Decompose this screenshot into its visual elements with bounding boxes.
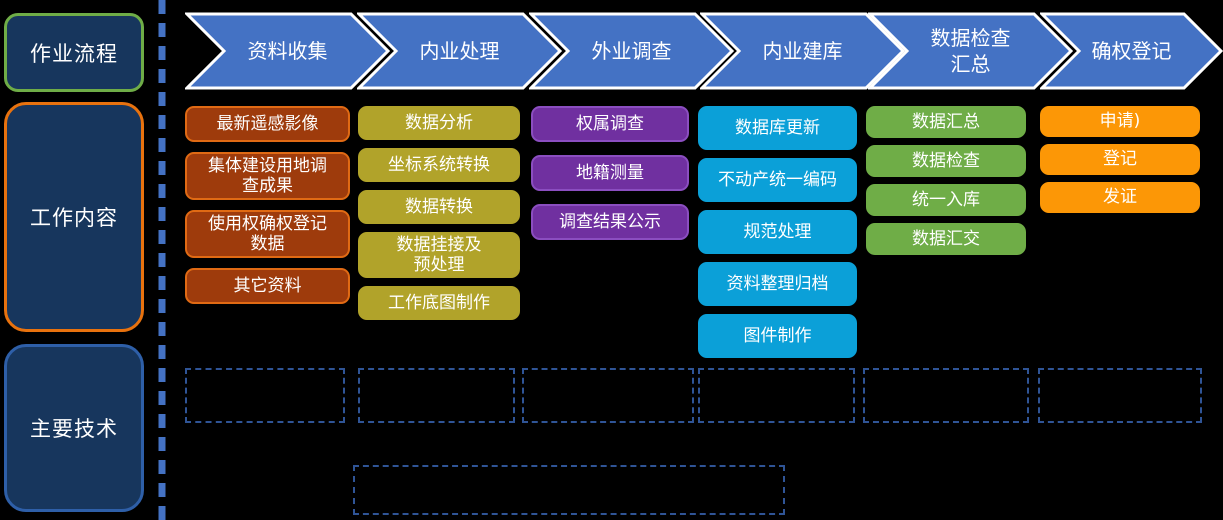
work-item: 使用权确权登记 数据 [185, 210, 350, 258]
work-item: 图件制作 [698, 314, 857, 358]
work-item: 统一入库 [866, 184, 1026, 216]
sidebar-row-process: 作业流程 [4, 13, 144, 92]
flow-step-label-5: 数据检查 汇总 [930, 26, 1011, 76]
tech-placeholder-box-wide [353, 465, 785, 515]
work-items-column-3: 权属调查 地籍测量 调查结果公示 [531, 106, 689, 240]
work-item: 最新遥感影像 [185, 106, 350, 142]
sidebar-row-work-content-label: 工作内容 [30, 206, 118, 230]
flow-step-label-2: 内业处理 [419, 39, 500, 63]
work-item: 数据检查 [866, 145, 1026, 177]
work-item: 登记 [1040, 144, 1200, 175]
flow-step-label-3: 外业调查 [591, 39, 672, 63]
tech-placeholder-box [698, 368, 855, 423]
work-item: 其它资料 [185, 268, 350, 304]
work-items-column-4: 数据库更新 不动产统一编码 规范处理 资料整理归档 图件制作 [698, 106, 857, 358]
dashed-separator-line [158, 0, 166, 520]
tech-placeholder-box [185, 368, 345, 423]
work-items-column-6: 申请) 登记 发证 [1040, 106, 1200, 213]
work-item: 数据分析 [358, 106, 520, 140]
work-item: 不动产统一编码 [698, 158, 857, 202]
work-item: 集体建设用地调 查成果 [185, 152, 350, 200]
work-item: 数据库更新 [698, 106, 857, 150]
work-item: 权属调查 [531, 106, 689, 142]
flow-arrow-2 [357, 12, 562, 90]
work-items-column-2: 数据分析 坐标系统转换 数据转换 数据挂接及 预处理 工作底图制作 [358, 106, 520, 320]
work-item: 地籍测量 [531, 155, 689, 191]
work-item: 数据转换 [358, 190, 520, 224]
work-item: 工作底图制作 [358, 286, 520, 320]
flow-arrow-1 [185, 12, 390, 90]
sidebar-row-process-label: 作业流程 [30, 41, 118, 66]
work-item: 数据挂接及 预处理 [358, 232, 520, 278]
flow-arrow-3 [529, 12, 734, 90]
sidebar-row-main-technology: 主要技术 [4, 344, 144, 512]
tech-placeholder-box [863, 368, 1029, 423]
work-item: 规范处理 [698, 210, 857, 254]
flow-arrow-4 [700, 12, 905, 90]
tech-placeholder-box [522, 368, 694, 423]
work-item: 数据汇交 [866, 223, 1026, 255]
flow-step-label-1: 资料收集 [247, 39, 328, 63]
sidebar-row-work-content: 工作内容 [4, 102, 144, 332]
flow-step-label-6: 确权登记 [1091, 39, 1172, 63]
work-items-column-1: 最新遥感影像 集体建设用地调 查成果 使用权确权登记 数据 其它资料 [185, 106, 350, 304]
tech-placeholder-box [358, 368, 515, 423]
flow-step-label-4: 内业建库 [762, 39, 843, 63]
flow-arrow-6 [1040, 12, 1223, 90]
work-item: 发证 [1040, 182, 1200, 213]
sidebar-row-main-technology-label: 主要技术 [30, 417, 118, 441]
work-items-column-5: 数据汇总 数据检查 统一入库 数据汇交 [866, 106, 1026, 255]
flow-arrow-5 [868, 12, 1073, 90]
work-item: 坐标系统转换 [358, 148, 520, 182]
tech-placeholder-box [1038, 368, 1202, 423]
work-item: 调查结果公示 [531, 204, 689, 240]
work-item: 申请) [1040, 106, 1200, 137]
work-item: 数据汇总 [866, 106, 1026, 138]
work-item: 资料整理归档 [698, 262, 857, 306]
